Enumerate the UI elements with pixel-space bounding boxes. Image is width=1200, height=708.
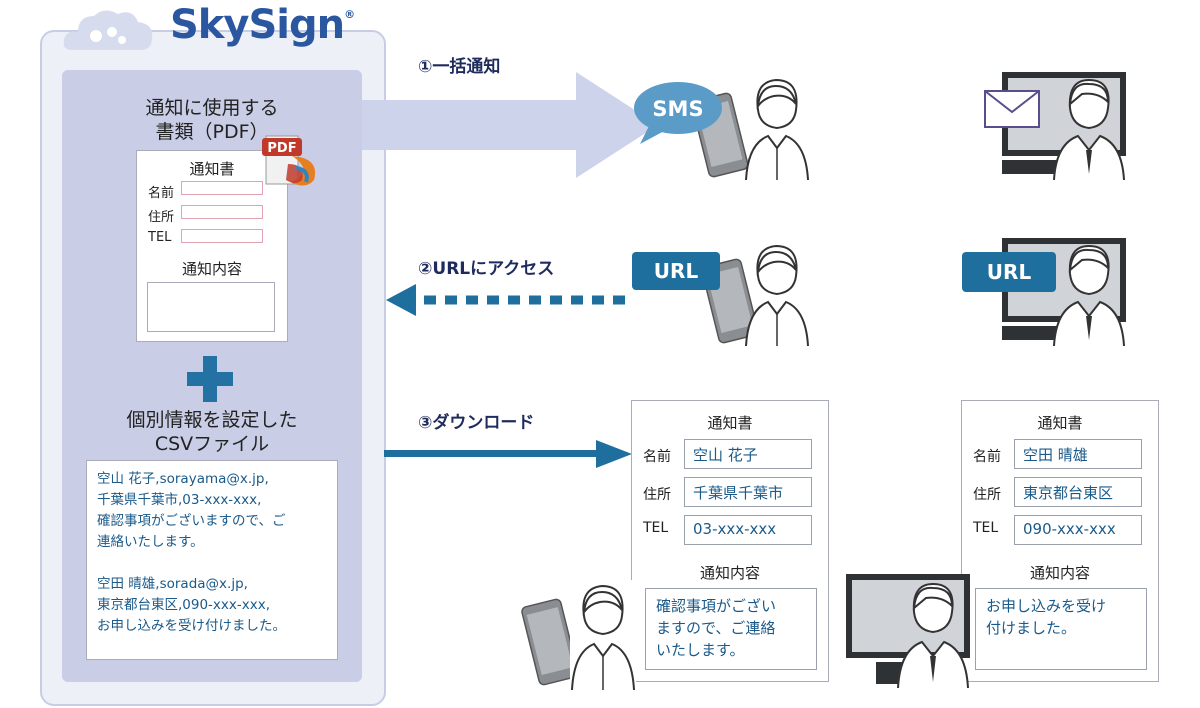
notice-1-content-label: 通知内容 (699, 564, 760, 582)
pdf-tel-field (181, 229, 263, 243)
url-button-pc-text: URL (986, 260, 1032, 284)
notice-1-address: 千葉県千葉市 (684, 477, 812, 507)
notice-1-title: 通知書 (707, 414, 753, 432)
person-icon (897, 582, 969, 688)
pdf-document-title: 通知に使用する 書類（PDF） (145, 97, 279, 143)
notice-2-title: 通知書 (1037, 414, 1083, 432)
csv-line (97, 553, 327, 574)
person-icon (570, 580, 636, 690)
csv-line: 連絡いたします。 (97, 534, 204, 550)
pdf-tel-label: TEL (148, 230, 172, 245)
notice-2-content: お申し込みを受け 付けました。 (975, 588, 1147, 670)
csv-line: 空山 花子,sorayama@x.jp, (97, 471, 269, 487)
notice-2-content-label: 通知内容 (1029, 564, 1090, 582)
pdf-address-field (181, 205, 263, 219)
pdf-name-label: 名前 (148, 186, 175, 201)
csv-line: 空田 晴雄,sorada@x.jp, (97, 576, 248, 592)
csv-title: 個別情報を設定した CSVファイル (126, 409, 298, 455)
notice-2-address: 東京都台東区 (1014, 477, 1142, 507)
person-icon (745, 244, 809, 346)
notice-1-tel: 03-xxx-xxx (684, 515, 812, 545)
url-button-pc (962, 252, 1056, 292)
notice-1-content: 確認事項がござい ますので、ご連絡 いたします。 (645, 588, 817, 670)
notice-2-name-label: 名前 (973, 449, 1001, 465)
notice-2-name: 空田 晴雄 (1014, 439, 1142, 469)
notice-1-name: 空山 花子 (684, 439, 812, 469)
step1-label: ①一括通知 (418, 57, 501, 77)
download-arrow (384, 440, 632, 468)
plus-icon-bar (187, 372, 233, 386)
step3-label: ③ダウンロード (418, 413, 535, 433)
notice-1-tel-label: TEL (643, 520, 669, 536)
person-icon (1053, 78, 1125, 180)
notice-1-content-line: いたします。 (656, 641, 745, 659)
notice-2-tel: 090-xxx-xxx (1014, 515, 1142, 545)
pdf-address-label: 住所 (148, 210, 175, 225)
pdf-icon: PDF (262, 135, 316, 186)
pdf-content-label: 通知内容 (181, 260, 242, 278)
notice-1-name-label: 名前 (643, 449, 671, 465)
pdf-name-field (181, 181, 263, 195)
sms-bubble-text: SMS (652, 97, 703, 121)
url-button-phone (632, 252, 720, 290)
envelope-icon (984, 90, 1040, 128)
step2-label: ②URLにアクセス (418, 259, 555, 279)
person-icon (745, 78, 809, 180)
smartphone-icon (521, 598, 579, 686)
sms-bubble: SMS (634, 82, 722, 144)
notice-2-address-label: 住所 (973, 487, 1001, 503)
notice-2-tel-label: TEL (973, 520, 999, 536)
url-access-arrow (386, 284, 628, 316)
url-button-phone-text: URL (653, 259, 699, 283)
cloud-gear-icon (63, 10, 153, 50)
notice-1-address-label: 住所 (643, 487, 671, 503)
pdf-form-title: 通知書 (189, 160, 235, 178)
notice-2-content-line: お申し込みを受け (986, 597, 1107, 615)
csv-line: お申し込みを受け付けました。 (97, 618, 286, 634)
pdf-content-field (147, 282, 275, 332)
bulk-notify-arrow (362, 72, 658, 178)
notice-2-content-line: 付けました。 (986, 619, 1077, 637)
csv-line: 千葉県千葉市,03-xxx-xxx, (97, 492, 262, 508)
csv-line: 確認事項がございますので、ご (97, 513, 286, 529)
csv-line: 東京都台東区,090-xxx-xxx, (97, 597, 271, 613)
skysign-logo: SkySign® (170, 2, 355, 48)
notice-1-content-line: ますので、ご連絡 (656, 619, 776, 637)
csv-content-box: 空山 花子,sorayama@x.jp, 千葉県千葉市,03-xxx-xxx, … (86, 460, 338, 660)
pdf-icon-label: PDF (267, 141, 296, 156)
notice-1-content-line: 確認事項がござい (656, 597, 777, 615)
person-icon (1053, 244, 1125, 346)
